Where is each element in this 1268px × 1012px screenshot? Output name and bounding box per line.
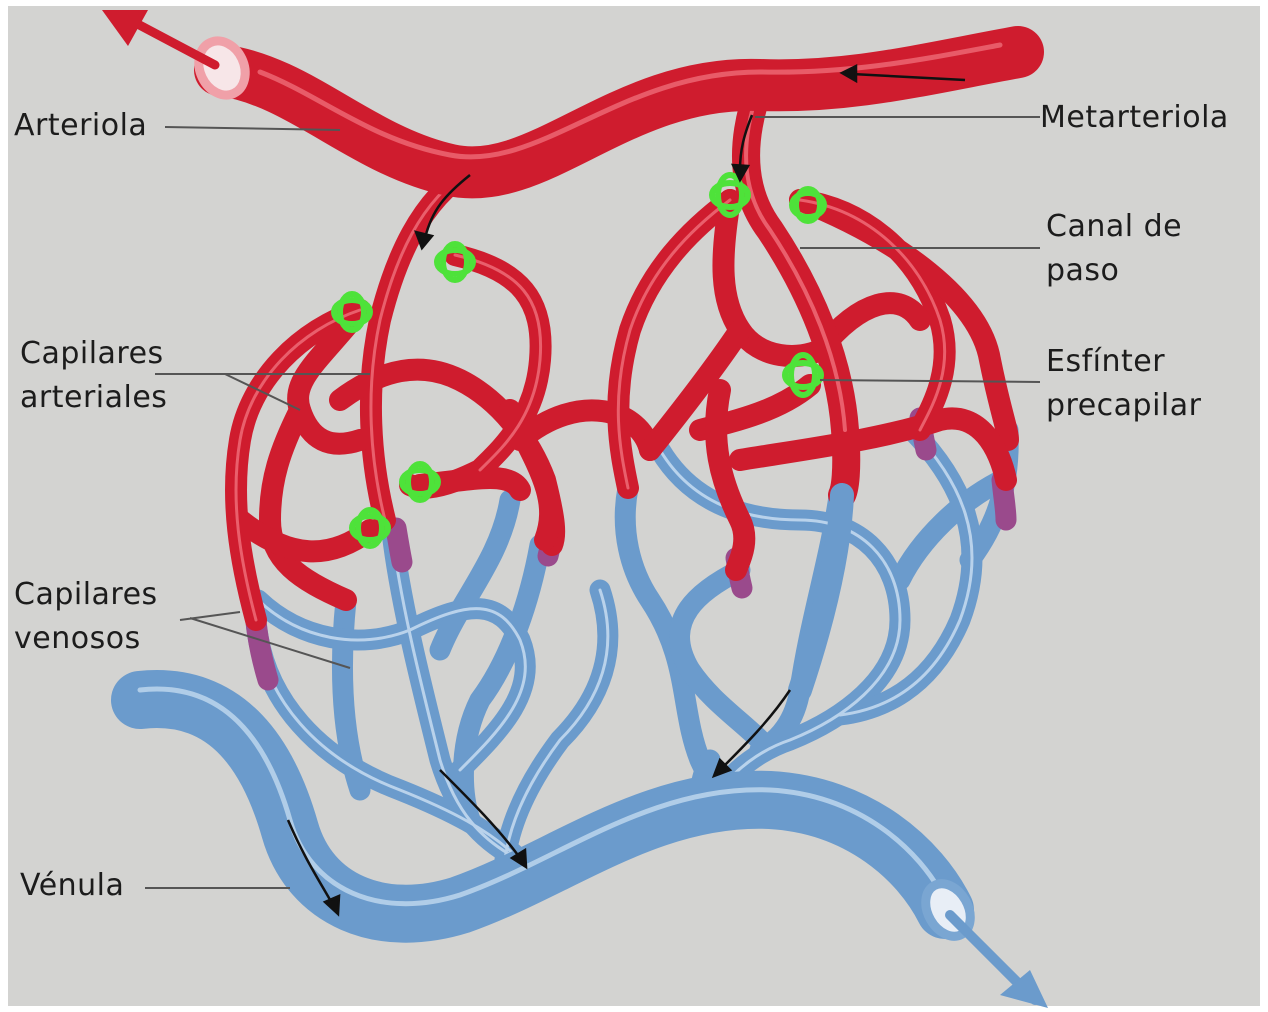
label-esfinter-line1: Esfínter [1046, 340, 1165, 384]
label-venula: Vénula [20, 864, 124, 908]
label-capilares-venosos-line1: Capilares [14, 573, 158, 617]
label-canal-de-paso-line1: Canal de [1046, 205, 1182, 249]
label-esfinter-line2: precapilar [1046, 384, 1201, 428]
label-capilares-venosos-line2: venosos [14, 617, 141, 661]
label-metarteriola: Metarteriola [1040, 96, 1229, 140]
label-capilares-arteriales-line2: arteriales [20, 376, 167, 420]
label-canal-de-paso-line2: paso [1046, 249, 1119, 293]
label-capilares-arteriales-line1: Capilares [20, 332, 164, 376]
label-arteriola: Arteriola [14, 104, 147, 148]
